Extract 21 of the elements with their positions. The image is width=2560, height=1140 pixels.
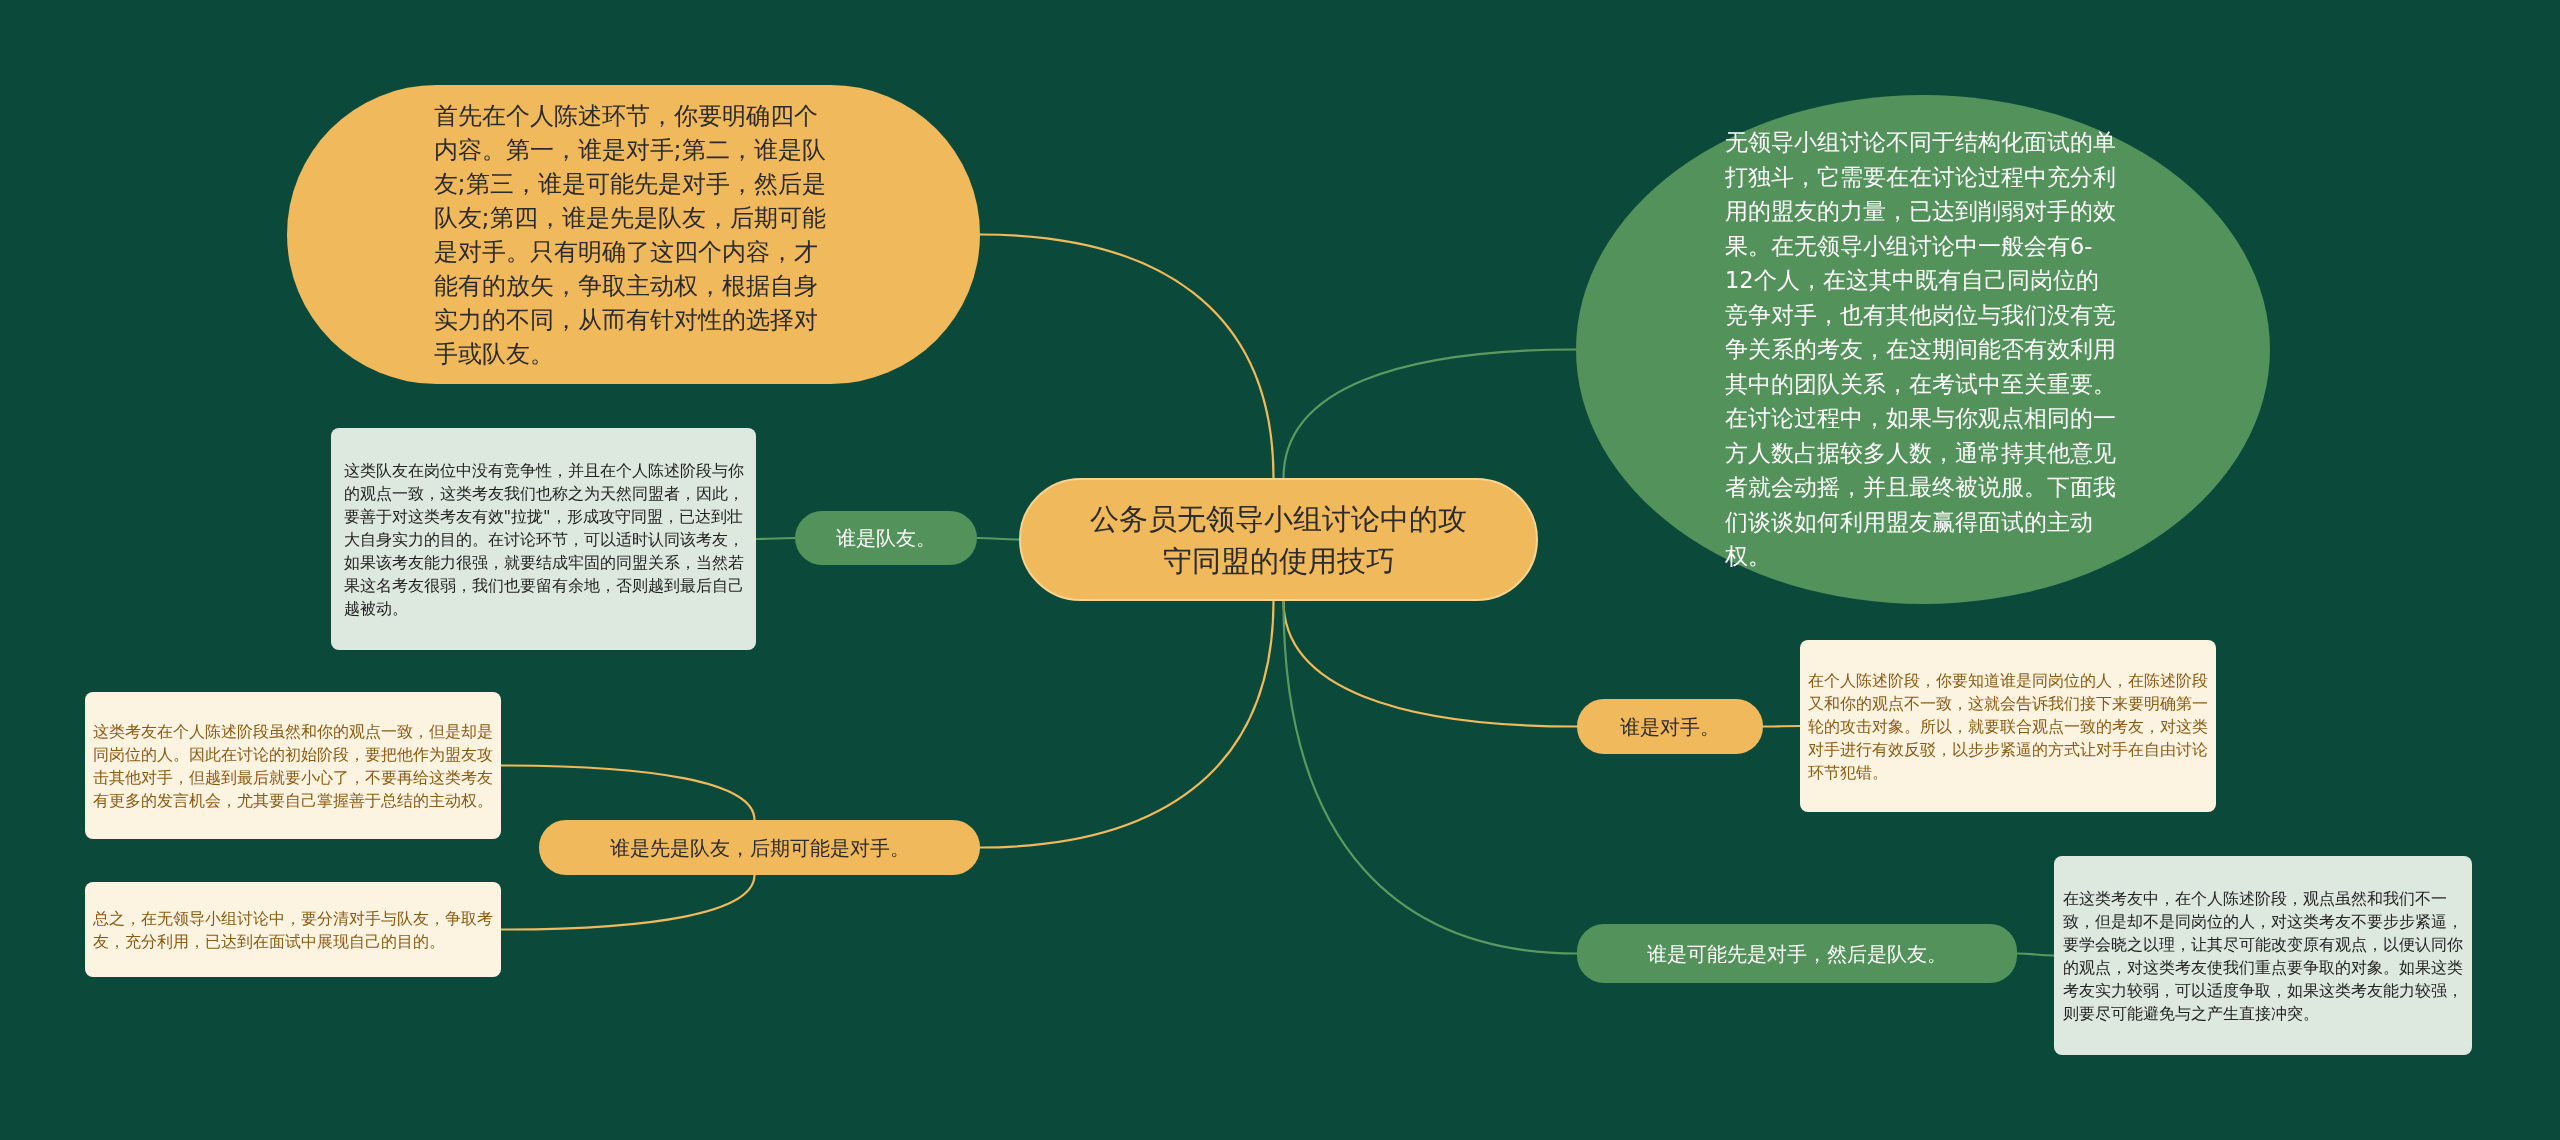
connector-line [1282, 348, 1577, 479]
branch-label: 谁是先是队友，后期可能是对手。 [539, 820, 980, 875]
connector-line [501, 874, 756, 931]
note-box: 这类考友在个人陈述阶段虽然和你的观点一致，但是却是同岗位的人。因此在讨论的初始阶段，要把他作为盟友攻击其他对手，但越到最后就要小心了，不要再给这类考友有更多的发言机会，尤其要自己掌握善于总结的主动权。 [85, 692, 501, 839]
branch-label: 谁是可能先是对手，然后是队友。 [1577, 924, 2017, 983]
connector-line [1763, 724, 1800, 728]
connector-line [977, 536, 1019, 541]
note-box: 总之，在无领导小组讨论中，要分清对手与队友，争取考友，充分利用，已达到在面试中展现自己的目的。 [85, 882, 501, 977]
connector-line [979, 600, 1275, 849]
branch-label: 谁是对手。 [1577, 699, 1763, 754]
note-box: 在这类考友中，在个人陈述阶段，观点虽然和我们不一致，但是却不是同岗位的人，对这类考友不要步步紧逼，要学会晓之以理，让其尽可能改变原有观点，以便认同你的观点，对这类考友使我们重点要争取的对象。如果这类考友实力较弱，可以适度争取，如果这类考友能力较强，则要尽可能避免与之产生直接冲突。 [2054, 856, 2472, 1055]
connector-line [501, 764, 756, 821]
connector-line [756, 536, 795, 541]
connector-line [979, 233, 1275, 479]
text-oval: 无领导小组讨论不同于结构化面试的单打独斗，它需要在在讨论过程中充分利用的盟友的力量，已达到削弱对手的效果。在无领导小组讨论中一般会有6-12个人，在这其中既有自己同岗位的竞争对手，也有其他岗位与我们没有竞争关系的考友，在这期间能否有效利用其中的团队关系，在考试中至关重要。在讨论过程中，如果与你观点相同的一方人数占据较多人数，通常持其他意见者就会动摇，并且最终被说服。下面我们谈谈如何利用盟友赢得面试的主动权。 [1576, 95, 2270, 604]
note-box: 在个人陈述阶段，你要知道谁是同岗位的人，在陈述阶段又和你的观点不一致，这就会告诉我们接下来要明确第一轮的攻击对象。所以，就要联合观点一致的考友，对这类对手进行有效反驳，以步步紧逼的方式让对手在自由讨论环节犯错。 [1800, 640, 2216, 812]
branch-label: 谁是队友。 [795, 511, 977, 565]
connector-line [2017, 952, 2054, 957]
connector-line [1282, 600, 1578, 955]
note-box: 这类队友在岗位中没有竞争性，并且在个人陈述阶段与你的观点一致，这类考友我们也称之为天然同盟者，因此，要善于对这类考友有效"拉拢"，形成攻守同盟，已达到壮大自身实力的目的。在讨论环节，可以适时认同该考友，如果该考友能力很强，就要结成牢固的同盟关系，当然若果这名考友很弱，我们也要留有余地，否则越到最后自己越被动。 [331, 428, 756, 650]
topic-box: 公务员无领导小组讨论中的攻守同盟的使用技巧 [1019, 478, 1538, 601]
